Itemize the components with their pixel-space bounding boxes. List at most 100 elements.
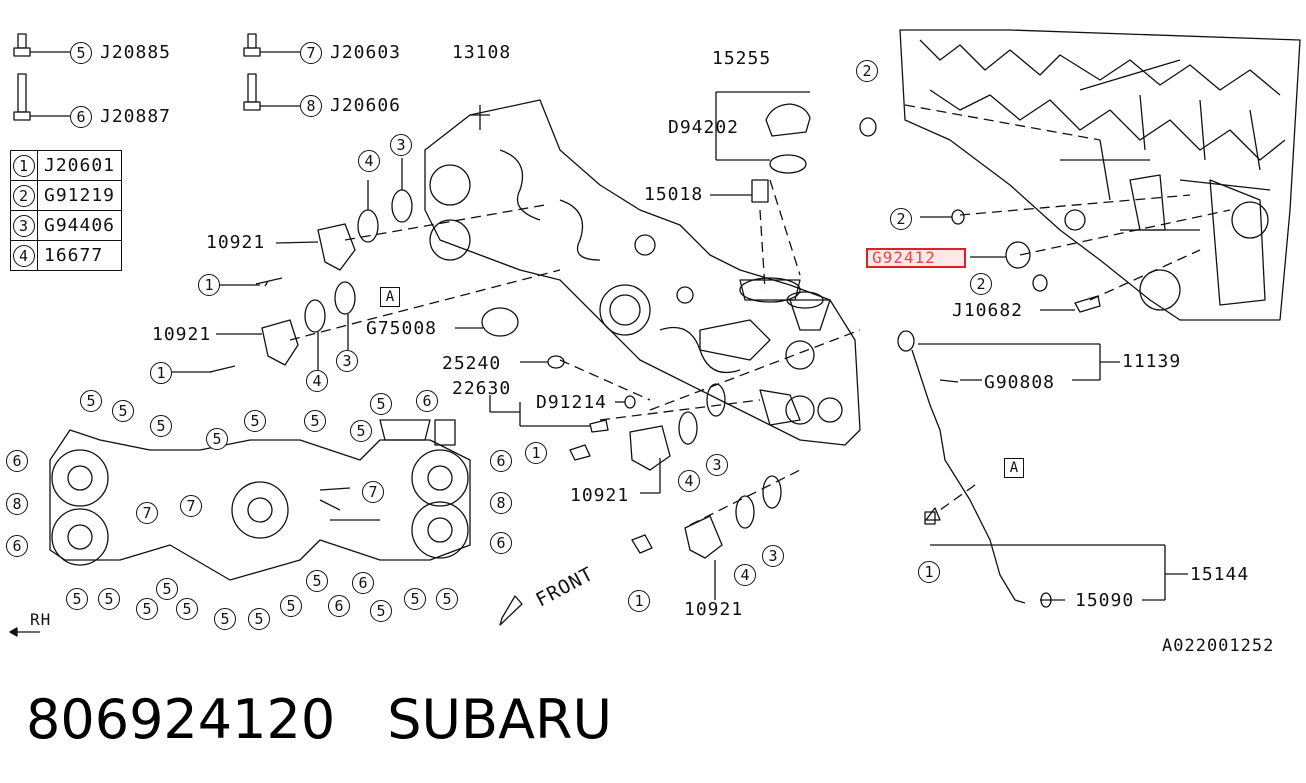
part-label: J10682	[952, 300, 1024, 321]
callout-3: 3	[336, 350, 358, 372]
engine-block-right	[899, 29, 1301, 321]
part-label: G75008	[366, 318, 438, 339]
part-label: 10921	[684, 599, 744, 620]
callout-4: 4	[734, 564, 756, 586]
callout-1: 1	[13, 154, 35, 177]
part-label: 15090	[1075, 590, 1135, 611]
dashed-leaders	[289, 104, 1231, 526]
callout-3: 3	[762, 545, 784, 567]
part-label: 25240	[442, 353, 502, 374]
part-label: 11139	[1122, 351, 1182, 372]
callout-4: 4	[358, 150, 380, 172]
marker-a: A	[380, 287, 400, 307]
part-label: 15255	[712, 48, 772, 69]
callout-5: 5	[248, 608, 270, 630]
callout-2: 2	[13, 184, 35, 207]
callout-1: 1	[198, 274, 220, 296]
callout-5: 5	[150, 415, 172, 437]
brand-name: SUBARU	[387, 688, 613, 751]
legend-code: G91219	[36, 180, 123, 211]
callout-5: 5	[306, 570, 328, 592]
callout-5: 5	[214, 608, 236, 630]
callout-5: 5	[80, 390, 102, 412]
callout-5: 5	[370, 600, 392, 622]
callout-2: 2	[856, 60, 878, 82]
callout-5: 5	[98, 588, 120, 610]
callout-2: 2	[890, 208, 912, 230]
callout-5: 5	[70, 42, 92, 64]
part-label: D94202	[668, 117, 740, 138]
callout-5: 5	[156, 578, 178, 600]
legend-code-5: J20885	[100, 42, 172, 63]
callout-6: 6	[490, 532, 512, 554]
legend-code: 16677	[36, 240, 123, 271]
callout-4: 4	[13, 244, 35, 267]
part-label: 15144	[1190, 564, 1250, 585]
callout-5: 5	[206, 428, 228, 450]
callout-3: 3	[390, 134, 412, 156]
diagram-ref: A022001252	[1162, 636, 1275, 656]
callout-6: 6	[6, 535, 28, 557]
callout-1: 1	[150, 362, 172, 384]
callout-5: 5	[176, 598, 198, 620]
callout-5: 5	[244, 410, 266, 432]
part-label: 15018	[644, 184, 704, 205]
legend-code: G94406	[36, 210, 123, 241]
callout-6: 6	[490, 450, 512, 472]
legend-code-7: J20603	[330, 42, 402, 63]
callout-7: 7	[180, 495, 202, 517]
sensor-group-left	[172, 158, 413, 373]
callout-6: 6	[328, 595, 350, 617]
callout-5: 5	[304, 410, 326, 432]
callout-8: 8	[6, 493, 28, 515]
marker-a: A	[1004, 458, 1024, 478]
part-number: 806924120	[26, 688, 336, 751]
timing-cover-drawing	[49, 419, 471, 581]
legend-code-8: J20606	[330, 95, 402, 116]
part-label: 10921	[206, 232, 266, 253]
callout-1: 1	[525, 442, 547, 464]
legend-code-6: J20887	[100, 106, 172, 127]
callout-5: 5	[404, 588, 426, 610]
part-label: 10921	[152, 324, 212, 345]
callout-5: 5	[436, 588, 458, 610]
callout-1: 1	[628, 590, 650, 612]
dipstick-drawing	[897, 330, 1165, 608]
callout-8: 8	[300, 95, 322, 117]
misc-parts	[9, 91, 1101, 637]
callout-7: 7	[136, 502, 158, 524]
engine-block-drawing	[424, 99, 861, 446]
part-label: 22630	[452, 378, 512, 399]
footer: 806924120 SUBARU	[26, 688, 664, 751]
bolt-icon	[13, 33, 300, 121]
part-label: G90808	[984, 372, 1056, 393]
callout-5: 5	[370, 393, 392, 415]
callout-5: 5	[280, 595, 302, 617]
rh-label: RH	[30, 610, 52, 629]
callout-6: 6	[416, 390, 438, 412]
highlighted-part[interactable]: G92412	[866, 248, 966, 268]
callout-6: 6	[70, 106, 92, 128]
callout-5: 5	[66, 588, 88, 610]
callout-6: 6	[6, 450, 28, 472]
callout-5: 5	[112, 400, 134, 422]
callout-7: 7	[300, 42, 322, 64]
bracket-lines	[640, 344, 1188, 601]
callout-2: 2	[970, 273, 992, 295]
callout-5: 5	[350, 420, 372, 442]
callout-5: 5	[136, 598, 158, 620]
callout-3: 3	[706, 454, 728, 476]
part-label: 13108	[452, 42, 512, 63]
callout-4: 4	[306, 370, 328, 392]
callout-4: 4	[678, 470, 700, 492]
callout-3: 3	[13, 214, 35, 237]
callout-6: 6	[352, 572, 374, 594]
callout-8: 8	[490, 492, 512, 514]
callout-1: 1	[918, 561, 940, 583]
